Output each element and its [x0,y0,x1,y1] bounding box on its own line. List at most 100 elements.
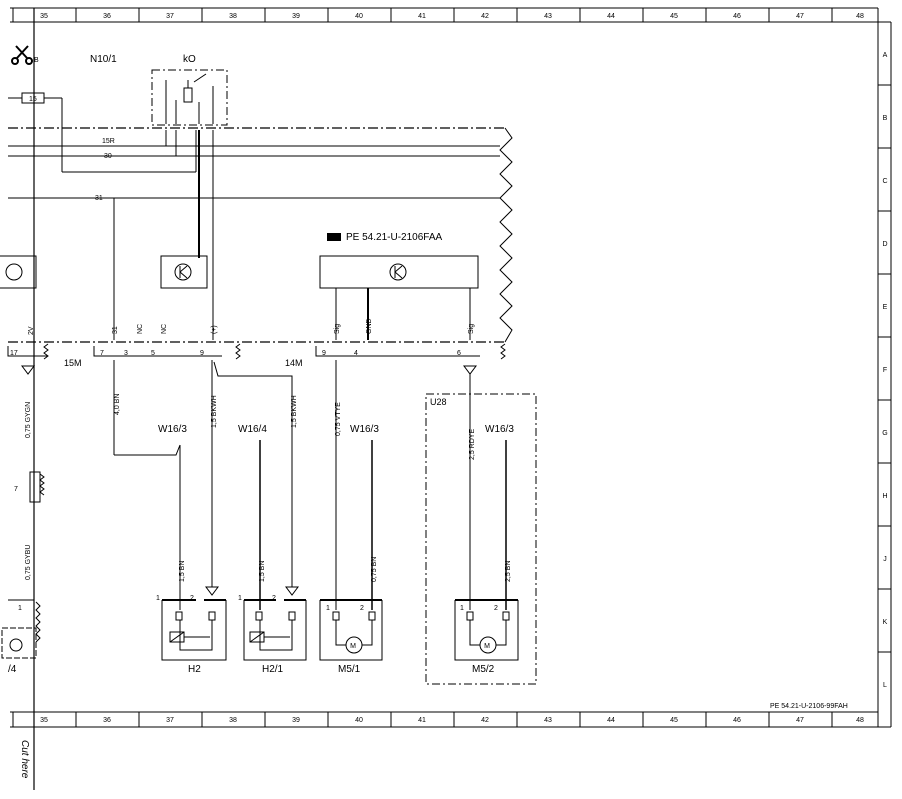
scissors-icon [11,45,33,65]
connector-15m: 15M [64,358,82,368]
relay-k0 [151,69,228,126]
row-label: H [882,493,887,500]
col-label: 37 [166,717,174,724]
fuse-label: 15 [29,96,37,103]
pin-6: 6 [457,350,461,357]
wire-15-bkwh-b: 1,5 BKWH [291,395,298,428]
hand-pointer-icon [327,233,341,241]
cut-here-note: Cut here [19,740,30,779]
pin-func-sig2: Sig [468,324,475,334]
bus-wires [8,128,500,340]
col-label: 48 [856,717,864,724]
device-label-m5-2: M5/2 [472,664,495,675]
col-label: 40 [355,13,363,20]
column-ruler [12,8,891,727]
column-labels-bottom: 35 36 37 38 39 40 41 42 43 44 45 46 47 4… [40,717,864,724]
col-label: 43 [544,13,552,20]
device-label-m5-1: M5/1 [338,664,361,675]
row-label: L [883,682,887,689]
col-label: 38 [229,13,237,20]
reference-top: PE 54.21-U-2106FAA [346,232,442,243]
device-m5-1 [319,599,383,661]
col-label: 41 [418,717,426,724]
row-label: J [883,556,887,563]
column-labels-top: 35 36 37 38 39 40 41 42 43 44 45 46 47 4… [40,13,864,20]
fuse-symbol [8,92,63,128]
row-labels: A B C D E F G H J K L [882,52,887,689]
label-partial-4: /4 [8,664,17,675]
col-label: 48 [856,13,864,20]
pin-3: 3 [124,350,128,357]
transistor-left-partial [0,255,37,340]
col-label: 45 [670,717,678,724]
col-label: 41 [418,13,426,20]
device-label-h2: H2 [188,664,201,675]
left-pin-1: 1 [18,605,22,612]
m5-2-pin-2: 2 [494,605,498,612]
wire-075-gygn: 0,75 GYGN [25,402,32,438]
left-connector-partial [1,471,45,659]
device-h2 [161,599,227,661]
col-label: 35 [40,717,48,724]
h2-pin-2: 2 [190,595,194,602]
connector-14m: 14M [285,358,303,368]
ground-triangle-icon [21,365,477,596]
ground-point-w16-4: W16/4 [238,424,267,435]
wire-30-label: 30 [104,153,112,160]
col-label: 47 [796,13,804,20]
col-label: 36 [103,13,111,20]
row-label: E [883,304,888,311]
pin-func-plus: (+) [211,325,218,334]
col-label: 44 [607,13,615,20]
pin-9b: 9 [322,350,326,357]
row-label: A [883,52,888,59]
pin-9a: 9 [200,350,204,357]
device-h2-1 [243,599,307,661]
m5-1-pin-2: 2 [360,605,364,612]
wire-15-bn-b: 1,5 BN [259,561,266,582]
col-label: 35 [40,13,48,20]
module-u28-outline [425,393,537,685]
col-label: 43 [544,717,552,724]
transistor-output-stage [160,255,208,289]
col-label: 40 [355,717,363,724]
row-label: K [883,619,888,626]
pin-func-gnd: GND [366,318,373,334]
wire-25-rdye: 2,5 RDYE [469,429,476,460]
label-n10-1: N10/1 [90,54,117,65]
col-label: 36 [103,717,111,724]
pin-4: 4 [354,350,358,357]
col-label: 42 [481,717,489,724]
col-label: 46 [733,717,741,724]
col-label: 44 [607,717,615,724]
transistor-signal-stage [319,255,479,340]
ground-point-w16-3: W16/3 [485,424,514,435]
col-label: 47 [796,717,804,724]
module-u28-label: U28 [430,397,447,407]
wire-25-bn: 2,5 BN [505,561,512,582]
device-label-h2-1: H2/1 [262,664,284,675]
pin-func-31: 31 [112,326,119,334]
motor-icon-label: M [484,643,490,650]
m5-2-pin-1: 1 [460,605,464,612]
wire-15-bn-a: 1,5 BN [179,561,186,582]
pin-17: 17 [10,350,18,357]
pin-func-sig1: Sig [334,324,341,334]
wire-31-label: 31 [95,195,103,202]
scissors-suffix: B [34,57,39,64]
wire-075-bn: 0,75 BN [371,557,378,582]
pin-func-nc1: NC [137,324,144,334]
pin-5: 5 [151,350,155,357]
col-label: 46 [733,13,741,20]
lower-wires [33,360,507,610]
ground-point-w16-3: W16/3 [350,424,379,435]
col-label: 38 [229,717,237,724]
col-label: 39 [292,13,300,20]
h2-1-pin-2: 2 [272,595,276,602]
connector-bracket [7,343,506,360]
h2-1-pin-1: 1 [238,595,242,602]
pin-func-2v: 2V [28,326,35,335]
row-label: D [882,241,887,248]
reference-bottom: PE 54.21-U-2106-99FAH [770,703,848,710]
